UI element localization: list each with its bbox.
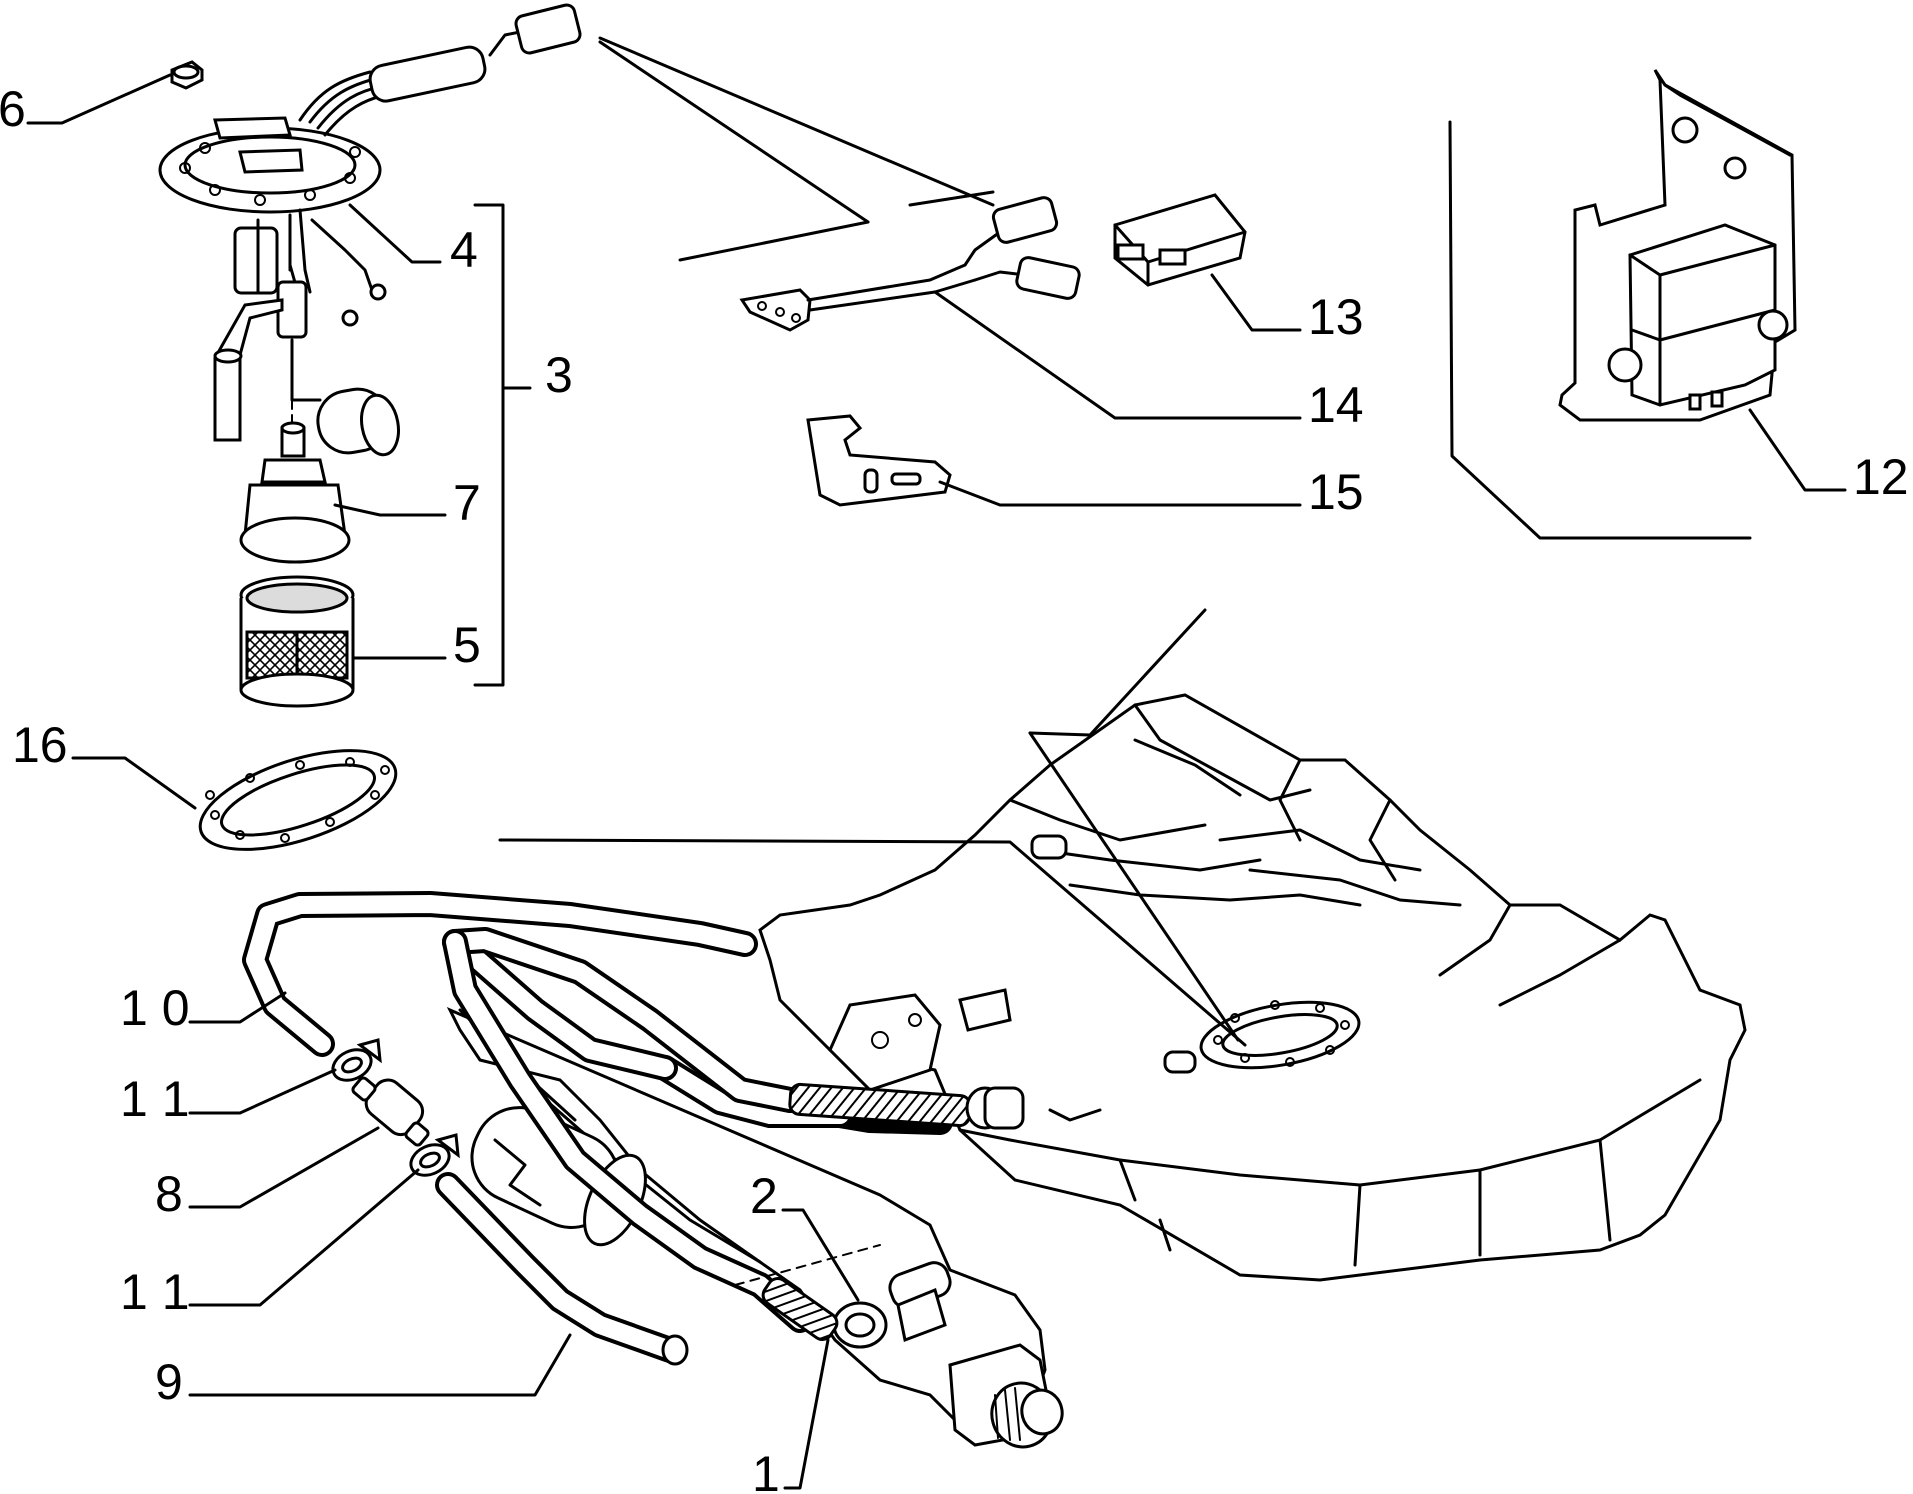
leader-11b — [188, 1168, 420, 1307]
callout-11a: 1 1 — [120, 1071, 190, 1127]
callout-1: 1 — [752, 1446, 780, 1494]
pump-flange-part-4 — [158, 3, 582, 214]
callout-8: 8 — [155, 1166, 183, 1222]
fuel-pump-assembly-drawing — [158, 3, 582, 851]
pump-motor-part-7 — [239, 421, 351, 564]
leader-4 — [348, 203, 442, 264]
gasket-part-16 — [198, 749, 398, 851]
leader-10 — [188, 991, 287, 1024]
filter-part-5 — [239, 575, 355, 708]
leader-lines — [26, 73, 1847, 1490]
leader-11a — [188, 1068, 337, 1115]
callout-3: 3 — [545, 347, 573, 403]
callout-12: 12 — [1853, 449, 1909, 505]
leader-7 — [333, 503, 447, 517]
callout-10: 1 0 — [120, 980, 190, 1036]
callout-5: 5 — [453, 617, 481, 673]
callout-6: 6 — [0, 81, 26, 137]
leader-8 — [188, 1126, 380, 1209]
callout-14: 14 — [1308, 377, 1364, 433]
leader-15 — [938, 480, 1302, 507]
nut-part-6 — [170, 60, 204, 90]
group-bracket-part-3 — [473, 203, 532, 687]
leader-1 — [783, 1338, 830, 1490]
fuel-tank-drawing — [446, 608, 1747, 1449]
callout-15: 15 — [1308, 464, 1364, 520]
connector-part-13 — [1113, 193, 1247, 287]
callout-4: 4 — [450, 222, 478, 278]
leader-12 — [1748, 408, 1847, 492]
pump-body-internals — [213, 208, 400, 457]
callout-11b: 1 1 — [120, 1264, 190, 1320]
module-part-12 — [1448, 69, 1797, 540]
leader-9 — [188, 1333, 572, 1397]
wiring-harness-part-14 — [598, 36, 1081, 332]
hose-lines — [242, 891, 1025, 1366]
callout-9: 9 — [155, 1354, 183, 1410]
leader-6 — [26, 73, 172, 125]
callout-16: 16 — [12, 717, 68, 773]
callout-13: 13 — [1308, 289, 1364, 345]
bracket-part-15 — [806, 414, 952, 507]
callout-7: 7 — [453, 475, 481, 531]
callout-2: 2 — [750, 1168, 778, 1224]
leader-14 — [933, 290, 1302, 420]
callout-labels: 6 4 3 7 5 16 1 0 1 1 8 1 1 9 2 1 13 14 1… — [0, 81, 1909, 1494]
leader-2 — [781, 1208, 860, 1302]
leader-16 — [71, 756, 197, 810]
leader-13 — [1210, 273, 1302, 332]
